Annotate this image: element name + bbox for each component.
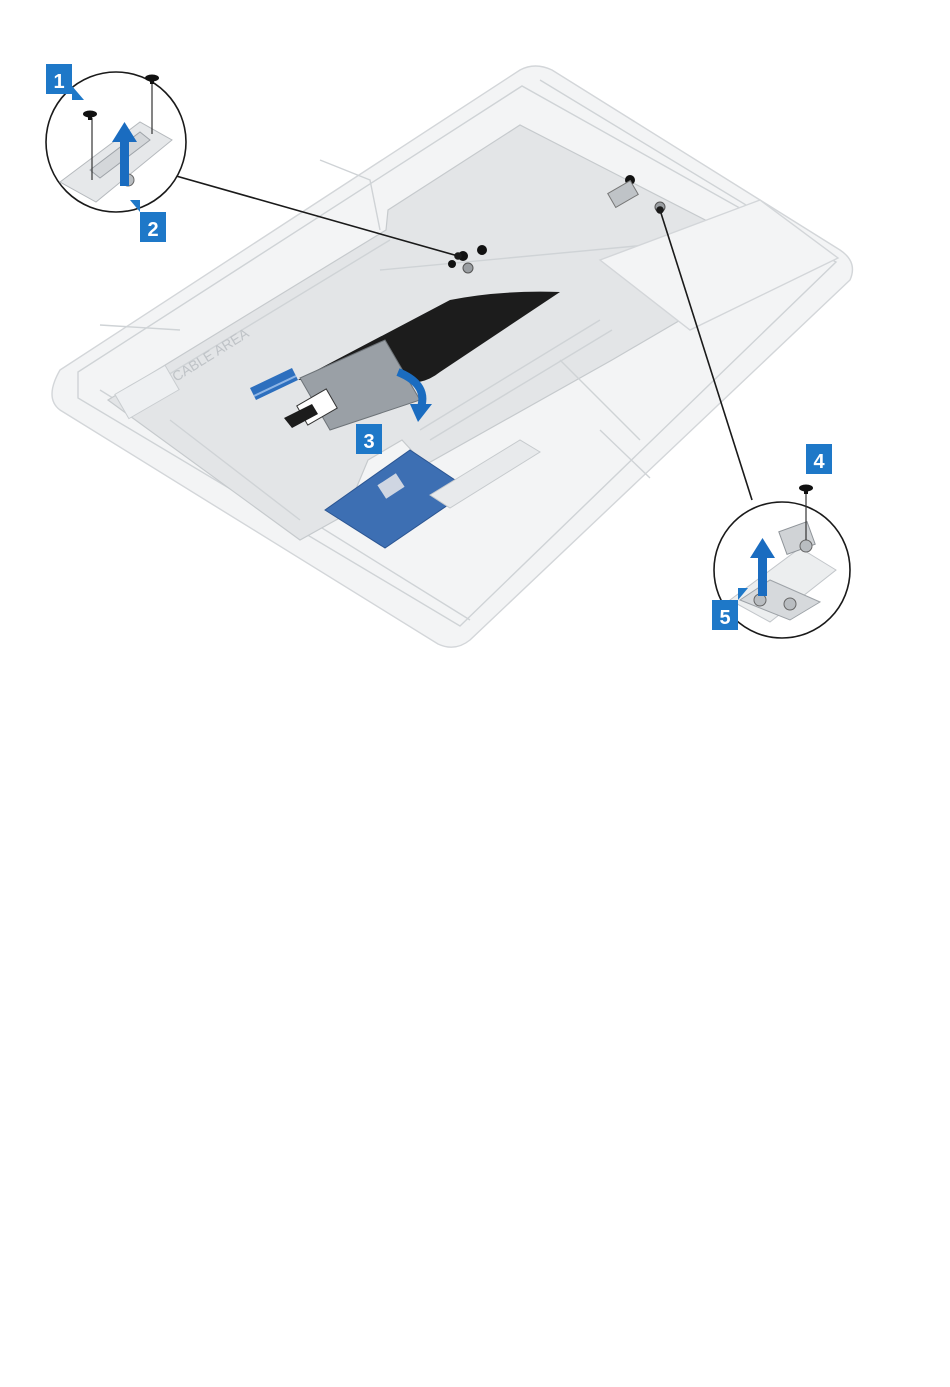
keyboard-removal-diagram: CABLE AREA <box>0 0 950 660</box>
step-number-1: 1 <box>53 71 64 93</box>
step-number-5: 5 <box>719 607 730 629</box>
step-badge-2: 2 <box>130 200 166 242</box>
step-badge-3: 3 <box>356 424 382 454</box>
step-number-4: 4 <box>813 451 825 473</box>
step-number-3: 3 <box>363 431 374 453</box>
step-badge-4: 4 <box>806 444 832 474</box>
screw-icon <box>799 485 813 495</box>
step-number-2: 2 <box>147 219 158 241</box>
